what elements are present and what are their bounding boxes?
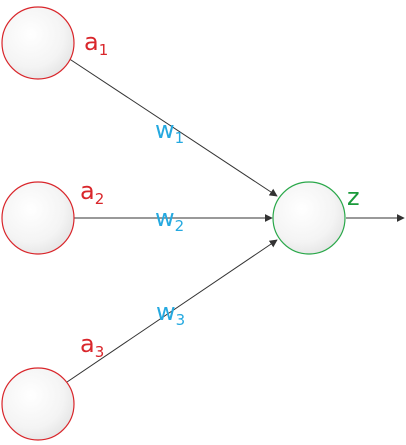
edge-3 [66, 239, 278, 383]
input-label-3: a3 [80, 330, 104, 361]
input-label-2: a2 [80, 177, 104, 208]
weight-label-1: w1 [155, 116, 184, 147]
input-node-2 [1, 181, 75, 255]
weight-label-3: w3 [156, 298, 185, 329]
output-node [272, 181, 346, 255]
input-node-3 [1, 367, 75, 441]
output-label: z [347, 183, 360, 211]
weight-label-2: w2 [155, 204, 184, 235]
input-node-1 [1, 6, 75, 80]
edge-1 [67, 57, 278, 197]
input-label-1: a1 [84, 28, 108, 59]
